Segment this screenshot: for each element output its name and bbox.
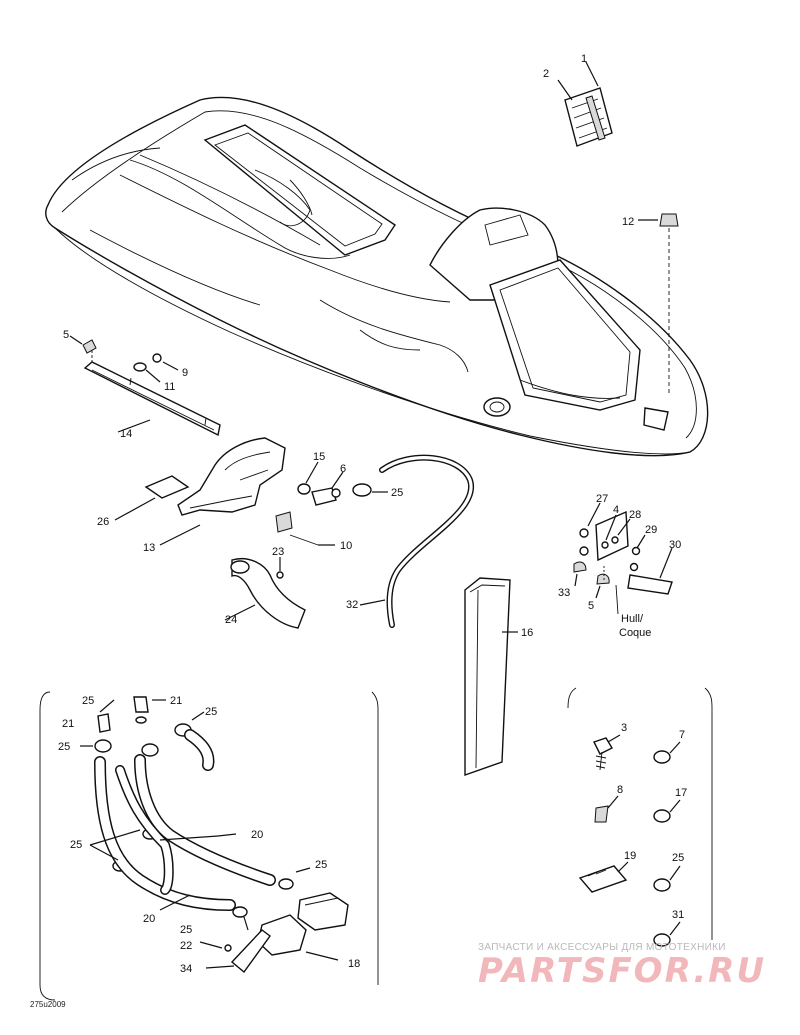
fitting-6 [311,471,344,506]
callout: 12 [622,216,634,228]
callout: 25 [58,741,70,753]
callout: 25 [70,839,82,851]
callout: 21 [62,718,74,730]
mount-hardware [573,502,673,615]
rail-14 [83,361,221,437]
cap-5a [69,335,97,362]
callout: 15 [313,451,325,463]
inset-left-parts [80,696,349,974]
fitting-15 [297,461,319,495]
grommet-10 [275,511,335,546]
nut-9 [152,353,179,371]
clip-23 [276,557,284,579]
plug-12 [638,213,679,395]
callout: 28 [629,509,641,521]
callout: 24 [225,614,237,626]
hull-body [45,96,709,457]
callout: 18 [348,958,360,970]
callout: 5 [588,600,594,612]
callout: 31 [672,909,684,921]
callout: 1 [581,53,587,65]
callout: 26 [97,516,109,528]
callout: 25 [205,706,217,718]
pad-26 [114,475,190,521]
panel-16 [464,577,518,776]
callout: 10 [340,540,352,552]
inset-left [39,691,379,1001]
hose-32 [359,454,475,628]
callout: 3 [621,722,627,734]
callout: 20 [143,913,155,925]
callout: 4 [613,504,619,516]
callout: 14 [120,428,132,440]
callout: 30 [669,539,681,551]
callout: 25 [391,487,403,499]
callout: 7 [679,729,685,741]
callout: 21 [170,695,182,707]
callout: 6 [340,463,346,475]
callout: 32 [346,599,358,611]
fuse-holder-1 [557,61,613,147]
hull-note-line2: Coque [619,627,651,639]
callout: 16 [521,627,533,639]
callout: 11 [164,381,175,393]
callout: 25 [82,695,94,707]
drawing-code: 275u2009 [30,1000,66,1009]
callout: 20 [251,829,263,841]
elbow-24 [224,558,306,629]
watermark-tagline: ЗАПЧАСТИ И АКСЕССУАРЫ ДЛЯ МОТОТЕХНИКИ [478,942,726,953]
callout: 27 [596,493,608,505]
clamp-25a [352,483,388,497]
callout: 33 [558,587,570,599]
inset-right-parts [578,734,681,947]
callout: 25 [315,859,327,871]
washer-11 [133,362,161,383]
callout: 29 [645,524,657,536]
callout: 25 [672,852,684,864]
callout: 5 [63,329,69,341]
callout: 19 [624,850,636,862]
callout: 34 [180,963,192,975]
air-intake-13 [159,437,286,546]
callout-labels: 1 2 12 5 9 11 14 15 6 25 26 13 10 23 24 … [30,53,687,1009]
callout: 22 [180,940,192,952]
inset-right [567,687,713,940]
callout: 2 [543,68,549,80]
callout: 9 [182,367,188,379]
callout: 13 [143,542,155,554]
callout: 8 [617,784,623,796]
callout: 17 [675,787,687,799]
watermark-brand: PARTSFOR.RU [478,951,767,991]
hull-note-line1: Hull/ [621,613,644,625]
watermark: ЗАПЧАСТИ И АКСЕССУАРЫ ДЛЯ МОТОТЕХНИКИ PA… [478,942,788,989]
callout: 23 [272,546,284,558]
callout: 25 [180,924,192,936]
